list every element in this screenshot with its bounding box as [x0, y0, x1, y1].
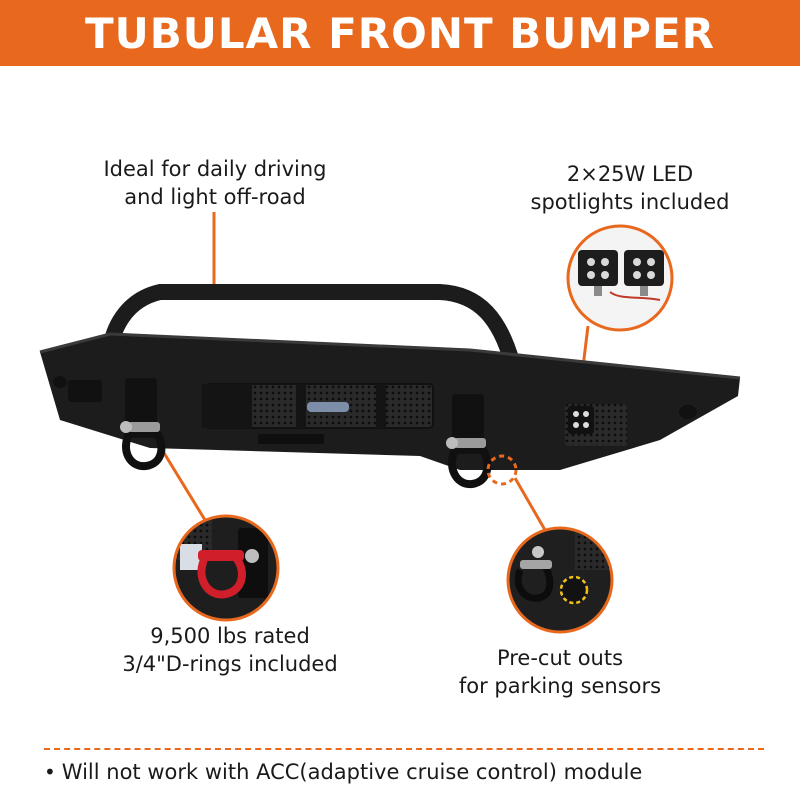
d-ring-left: [120, 421, 166, 471]
callout-led-spotlights: 2×25W LED spotlights included: [505, 160, 755, 216]
callout-sensors-line2: for parking sensors: [458, 674, 662, 698]
d-ring-right: [446, 437, 492, 489]
callout-daily-driving-line2: and light off-road: [124, 185, 306, 209]
compatibility-note: • Will not work with ACC(adaptive cruise…: [44, 760, 642, 784]
d-ring-inset: [172, 514, 280, 622]
bullet-icon: •: [44, 760, 56, 784]
callout-daily-driving: Ideal for daily driving and light off-ro…: [70, 155, 360, 211]
callout-d-rings-line1: 9,500 lbs rated: [150, 624, 310, 648]
callout-d-rings-line2: 3/4"D-rings included: [122, 652, 338, 676]
dashed-divider: [44, 748, 764, 750]
callout-daily-driving-line1: Ideal for daily driving: [103, 157, 327, 181]
callout-sensors: Pre-cut outs for parking sensors: [440, 644, 680, 700]
page-title: TUBULAR FRONT BUMPER: [85, 8, 715, 58]
sensor-inset: [506, 526, 614, 634]
title-banner: TUBULAR FRONT BUMPER: [0, 0, 800, 66]
compatibility-note-text: Will not work with ACC(adaptive cruise c…: [61, 760, 643, 784]
bumper: [39, 284, 741, 489]
callout-sensors-line1: Pre-cut outs: [496, 646, 624, 670]
callout-led-line2: spotlights included: [530, 190, 730, 214]
callout-led-line1: 2×25W LED: [566, 162, 694, 186]
callout-d-rings: 9,500 lbs rated 3/4"D-rings included: [95, 622, 365, 678]
led-inset: [566, 224, 674, 332]
